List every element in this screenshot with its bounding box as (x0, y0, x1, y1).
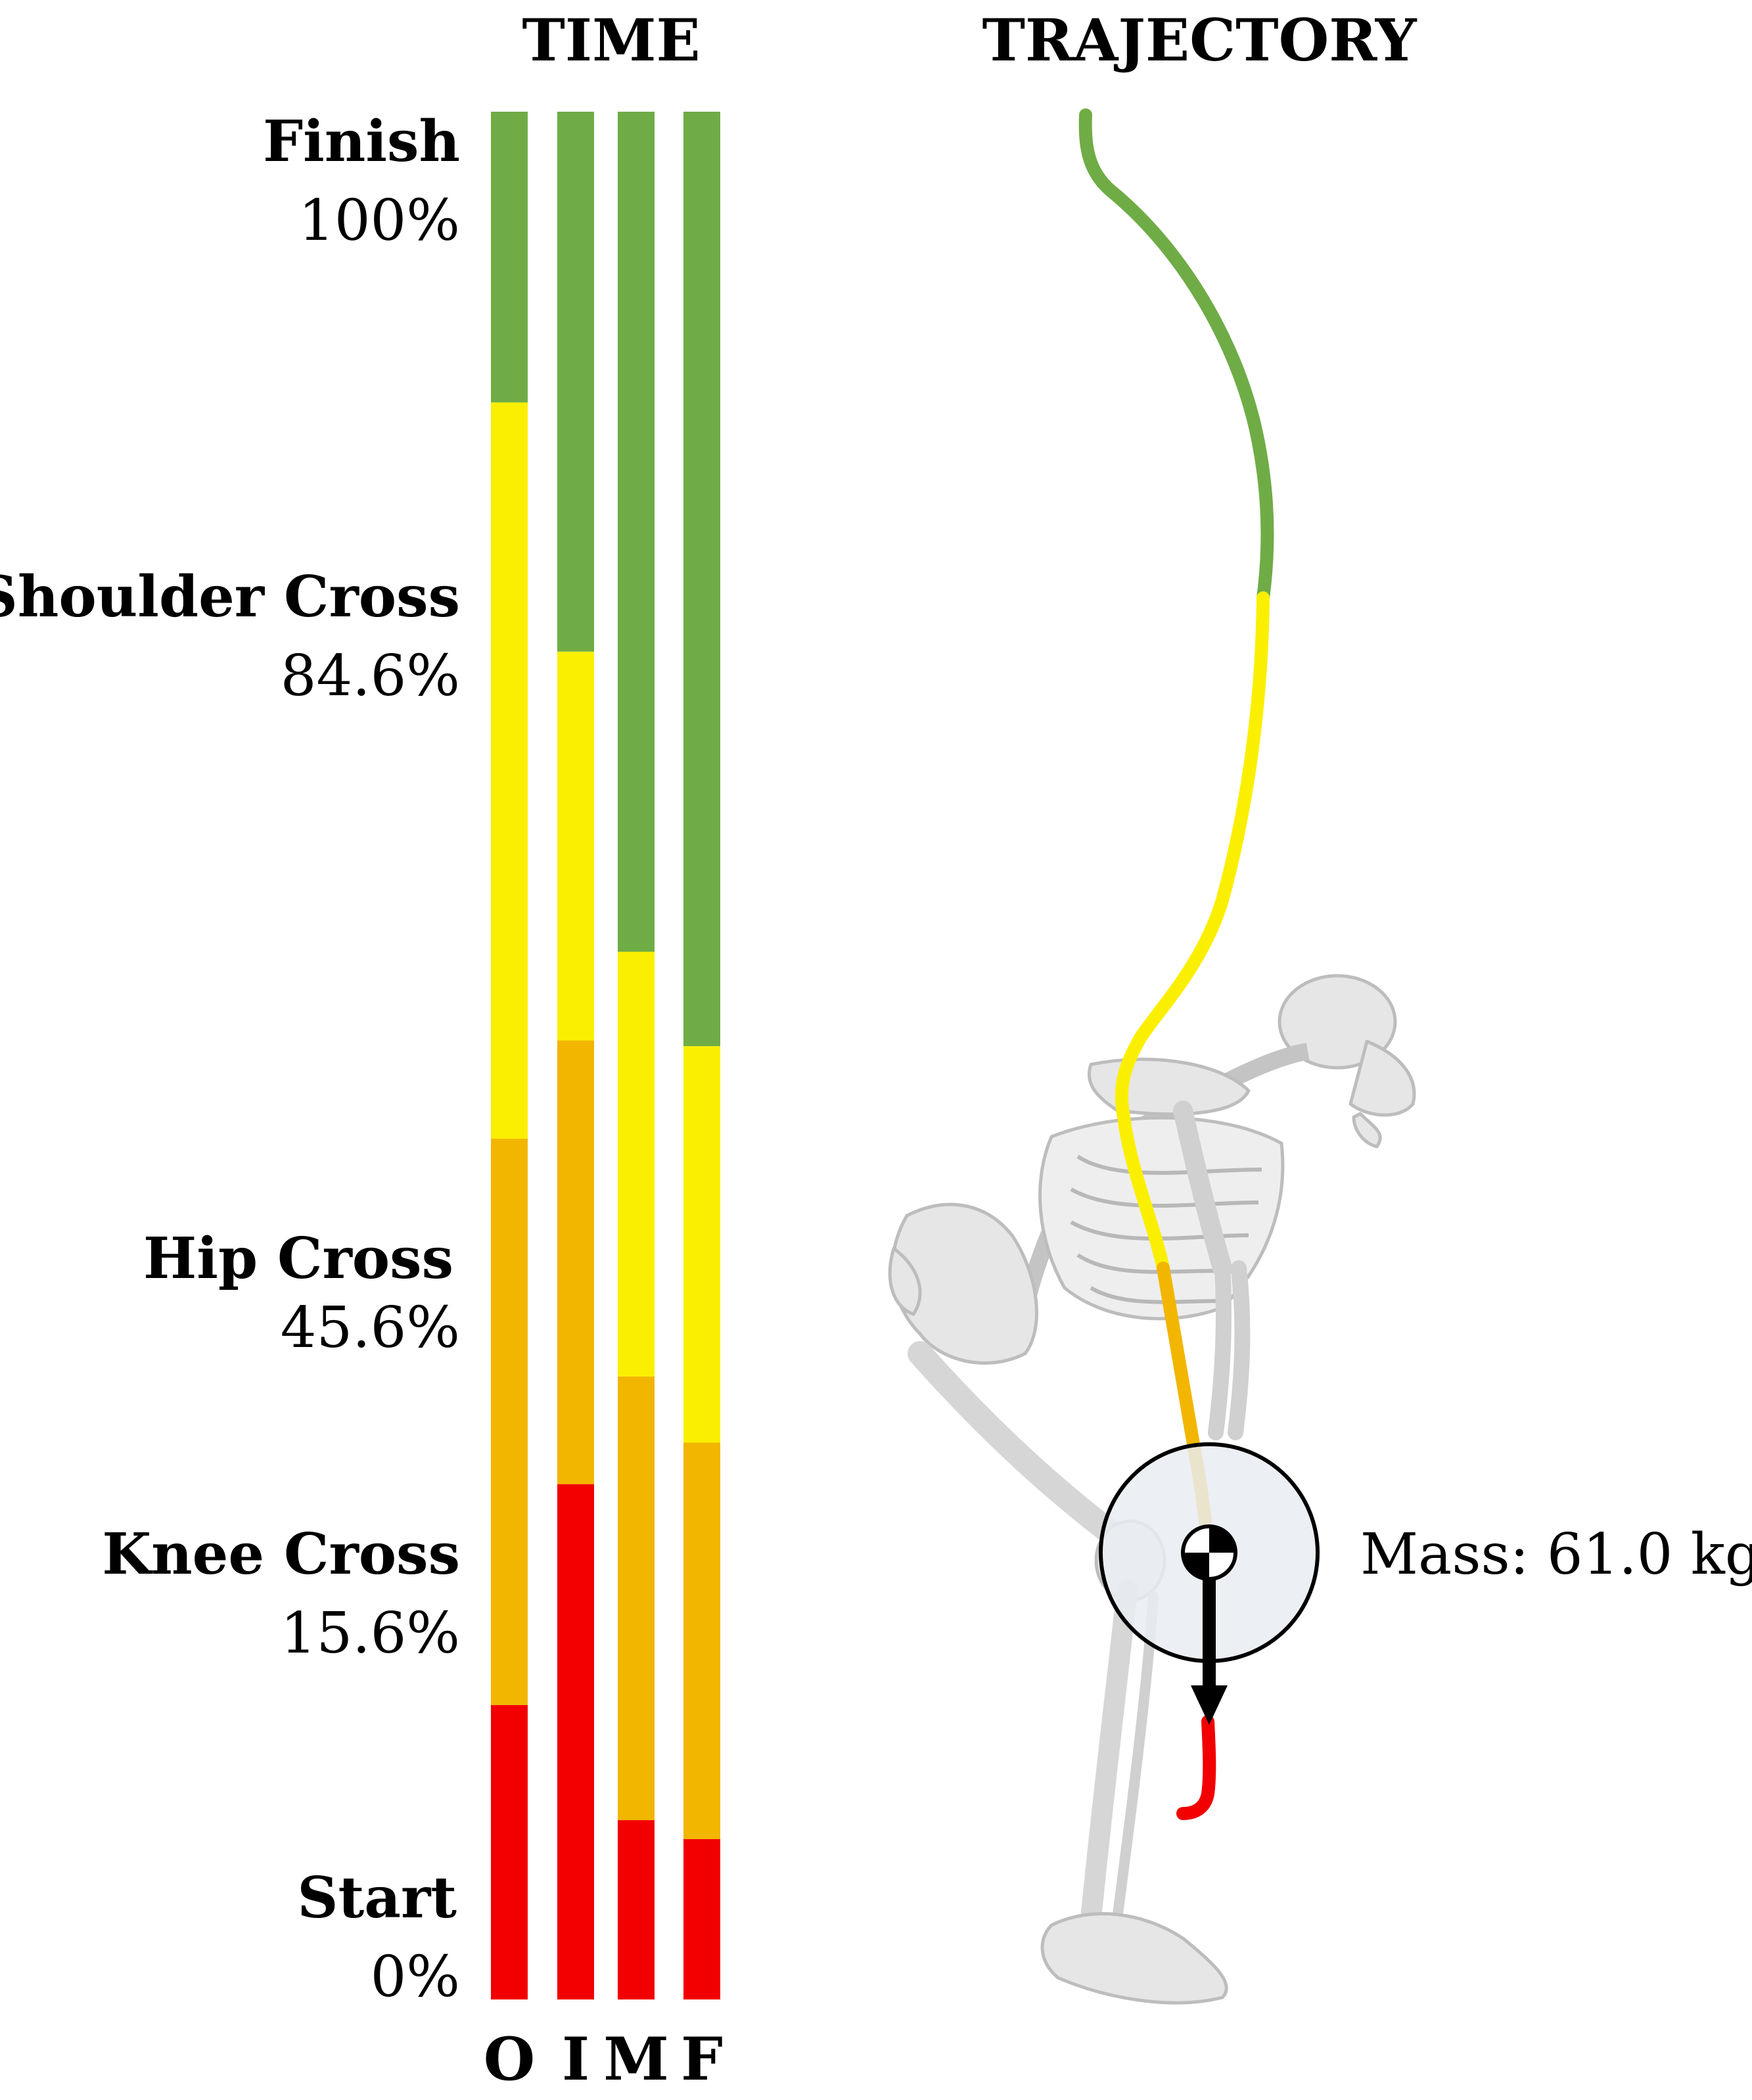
phase-name: Knee Cross (102, 1521, 460, 1587)
foot (1042, 1914, 1226, 2003)
bar-f-hip-to-shoulder (683, 1046, 720, 1442)
phase-percent: 100% (298, 188, 460, 254)
phase-label-knee-cross: Knee Cross 15.6% (102, 1521, 460, 1666)
phase-percent: 0% (371, 1944, 460, 2010)
phase-percent: 15.6% (281, 1601, 460, 1666)
bar-o-shoulder-to-finish (491, 112, 528, 402)
bar-label-o: O (484, 2024, 535, 2094)
phase-percent: 84.6% (281, 643, 460, 709)
bar-m-start-to-knee (618, 1820, 655, 1999)
bar-f-shoulder-to-finish (683, 112, 720, 1046)
phase-label-hip-cross: Hip Cross 45.6% (143, 1225, 460, 1361)
time-header: TIME (522, 6, 700, 74)
femur (920, 1354, 1117, 1538)
phase-name: Hip Cross (143, 1225, 453, 1292)
mass-label: Mass: 61.0 kg (1360, 1522, 1752, 1587)
center-of-mass-icon (1183, 1526, 1235, 1579)
time-bars (491, 112, 720, 1999)
bar-o-start-to-knee (491, 1705, 528, 1999)
trajectory-segment-shoulder-to-finish (1086, 115, 1268, 598)
phase-percent: 45.6% (281, 1295, 460, 1361)
bar-o-hip-to-shoulder (491, 402, 528, 1138)
gravity-arrow-head (1191, 1685, 1228, 1725)
trajectory-header: TRAJECTORY (982, 6, 1417, 74)
bar-i-knee-to-hip (557, 1041, 594, 1484)
phase-label-finish: Finish 100% (263, 108, 460, 254)
barbell-plate (1101, 1444, 1318, 1725)
bar-m-knee-to-hip (618, 1377, 655, 1820)
bar-label-f: F (681, 2024, 723, 2094)
bar-i-shoulder-to-finish (557, 112, 594, 652)
bar-i-hip-to-shoulder (557, 652, 594, 1041)
bar-o-knee-to-hip (491, 1139, 528, 1705)
phase-label-start: Start 0% (297, 1865, 460, 2010)
bar-m-hip-to-shoulder (618, 951, 655, 1376)
phase-name: Start (297, 1865, 457, 1931)
bar-m-shoulder-to-finish (618, 112, 655, 951)
bar-label-i: I (562, 2024, 589, 2094)
forearm (1216, 1268, 1242, 1432)
scapula (1089, 1059, 1249, 1114)
bar-label-m: M (603, 2024, 669, 2094)
bar-f-start-to-knee (683, 1839, 720, 1999)
phase-name: Finish (263, 108, 460, 175)
trajectory-segment-start-to-knee (1183, 1722, 1209, 1814)
bar-f-knee-to-hip (683, 1442, 720, 1838)
bar-i-start-to-knee (557, 1484, 594, 1999)
phase-name: Shoulder Cross (0, 564, 460, 630)
phase-label-shoulder-cross: Shoulder Cross 84.6% (0, 564, 460, 709)
